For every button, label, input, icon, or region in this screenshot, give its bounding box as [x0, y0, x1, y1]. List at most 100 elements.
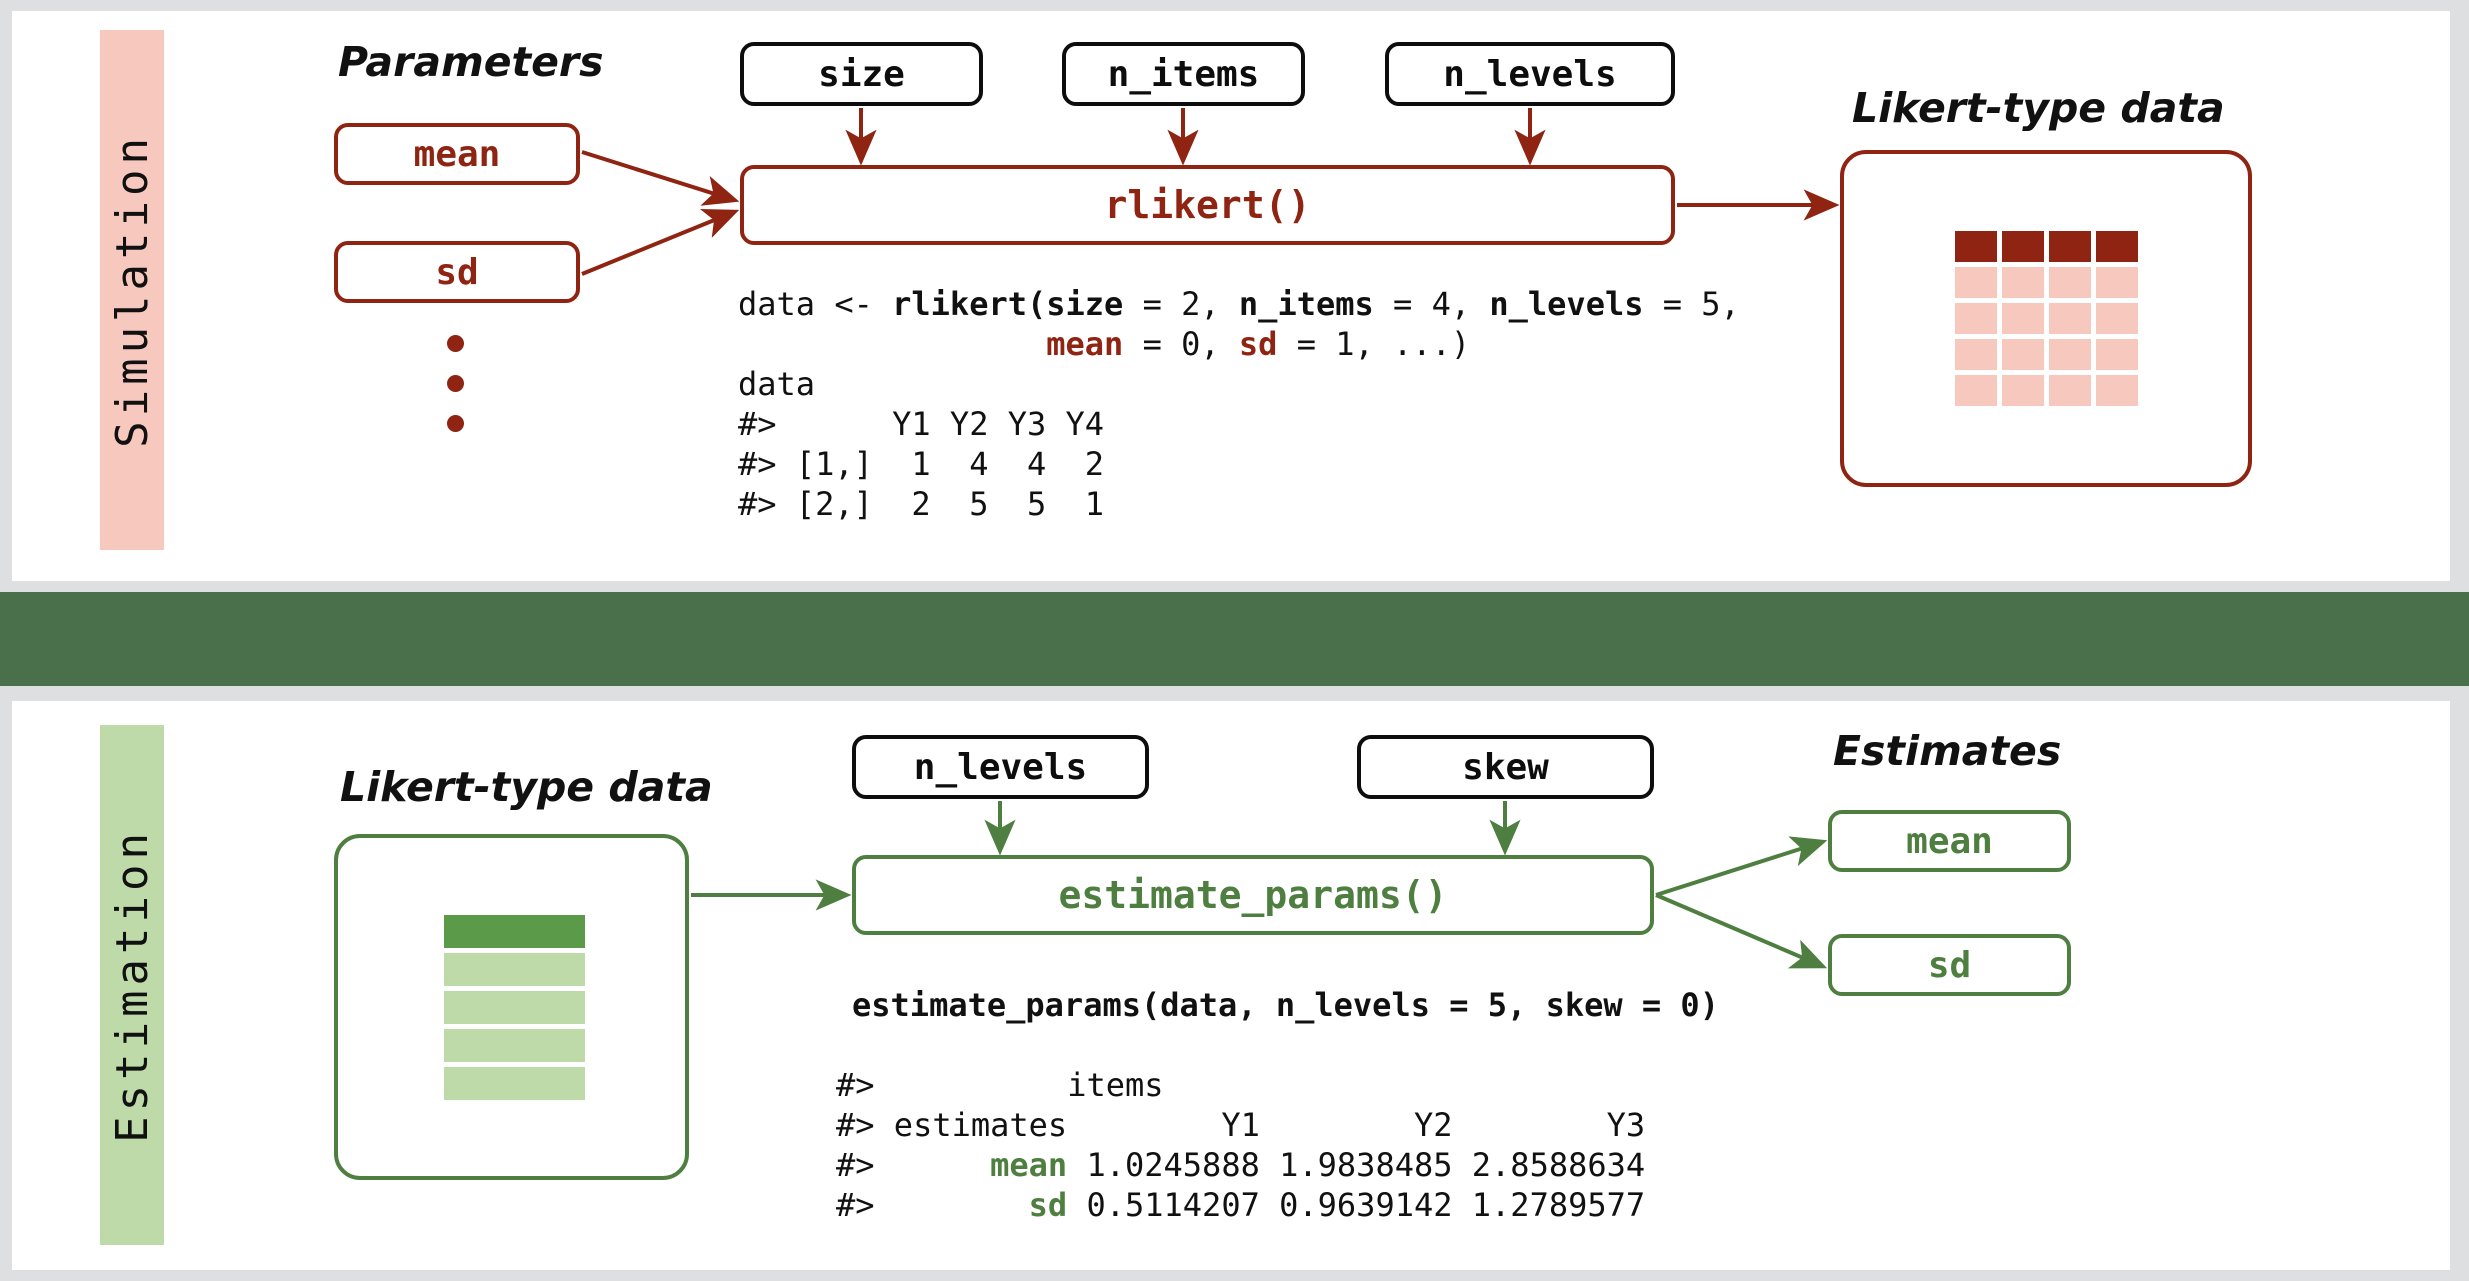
arg-box-size-label: size — [818, 53, 905, 95]
parameter-ellipsis-dots — [447, 335, 464, 432]
likert-data-pane-simulation — [1840, 150, 2252, 487]
function-box-rlikert-label: rlikert() — [1104, 183, 1311, 227]
heading-likert-data-estimation: Likert-type data — [340, 763, 713, 811]
code-block-estimation-call: estimate_params(data, n_levels = 5, skew… — [852, 985, 1719, 1025]
code-output-row: #> [1,] 1 4 4 2 — [738, 445, 1105, 483]
sidebar-simulation: Simulation — [100, 30, 164, 550]
function-box-estimate-params-label: estimate_params() — [1058, 873, 1448, 917]
code-text: = 0, — [1123, 325, 1239, 363]
grid-cell — [1954, 375, 1997, 406]
grid-cell — [2001, 303, 2044, 334]
grid-cell — [2095, 267, 2138, 298]
ellipsis-dot — [447, 335, 464, 352]
grid-cell — [443, 990, 491, 1024]
param-box-sd[interactable]: sd — [334, 241, 580, 303]
grid-cell — [2001, 267, 2044, 298]
estimate-box-sd-label: sd — [1927, 944, 1972, 986]
code-values-sd: 0.5114207 0.9639142 1.2789577 — [1067, 1186, 1646, 1224]
estimate-box-mean-label: mean — [1906, 820, 1993, 862]
grid-header-cell — [490, 914, 538, 948]
sidebar-estimation: Estimation — [100, 725, 164, 1245]
heading-parameters: Parameters — [338, 38, 604, 86]
grid-cell — [537, 1066, 585, 1100]
grid-cell — [2095, 303, 2138, 334]
code-output-header: #> items — [836, 1066, 1164, 1104]
code-key-sd: sd — [1028, 1186, 1068, 1224]
likert-grid-estimation — [443, 914, 585, 1100]
code-text: = 0) — [1622, 986, 1719, 1024]
grid-cell — [537, 952, 585, 986]
code-text: = 5, — [1429, 986, 1546, 1024]
arg-box-n-items-label: n_items — [1107, 53, 1260, 95]
heading-likert-data-simulation: Likert-type data — [1852, 84, 2225, 132]
param-box-sd-label: sd — [435, 251, 479, 293]
grid-header-cell — [443, 914, 491, 948]
code-key-mean: mean — [990, 1146, 1068, 1184]
grid-cell — [1954, 303, 1997, 334]
arg-box-n-levels-estimation[interactable]: n_levels — [852, 735, 1149, 799]
code-block-estimation-output: #> items #> estimates Y1 Y2 Y3 #> mean 1… — [836, 1065, 1645, 1225]
arg-box-size[interactable]: size — [740, 42, 983, 106]
code-arg-skew: skew — [1545, 986, 1623, 1024]
grid-cell — [443, 1066, 491, 1100]
heading-estimates: Estimates — [1833, 727, 2062, 775]
arg-box-n-items[interactable]: n_items — [1062, 42, 1305, 106]
code-text: = 4, — [1373, 285, 1490, 323]
code-arg-n-items: n_items — [1238, 285, 1374, 323]
grid-header-cell — [537, 914, 585, 948]
grid-cell — [2048, 375, 2091, 406]
grid-header-cell — [2048, 231, 2091, 262]
grid-cell — [2048, 267, 2091, 298]
arg-box-n-levels-estimation-label: n_levels — [913, 746, 1088, 788]
grid-cell — [490, 990, 538, 1024]
code-arg-n-levels: n_levels — [1489, 285, 1644, 323]
grid-cell — [443, 1028, 491, 1062]
code-text: = 5, — [1643, 285, 1740, 323]
grid-cell — [2095, 339, 2138, 370]
code-text: = 2, — [1123, 285, 1239, 323]
code-text: #> — [836, 1186, 1029, 1224]
function-box-rlikert[interactable]: rlikert() — [740, 165, 1675, 245]
code-text: data — [738, 365, 816, 403]
code-arg-n-levels: n_levels — [1275, 986, 1430, 1024]
code-text: #> — [836, 1146, 991, 1184]
arg-box-skew-label: skew — [1462, 746, 1549, 788]
code-output-header: #> Y1 Y2 Y3 Y4 — [738, 405, 1105, 443]
grid-cell — [2095, 375, 2138, 406]
code-text: = 1, ...) — [1277, 325, 1471, 363]
estimate-box-mean[interactable]: mean — [1828, 810, 2071, 872]
code-arg-mean: mean — [1046, 325, 1124, 363]
grid-cell — [1954, 339, 1997, 370]
grid-header-cell — [1954, 231, 1997, 262]
grid-cell — [2001, 339, 2044, 370]
code-arg-sd: sd — [1238, 325, 1278, 363]
grid-cell — [2048, 303, 2091, 334]
grid-cell — [2001, 375, 2044, 406]
likert-data-pane-estimation — [334, 834, 689, 1180]
grid-cell — [537, 1028, 585, 1062]
code-values-mean: 1.0245888 1.9838485 2.8588634 — [1067, 1146, 1646, 1184]
sidebar-estimation-label: Estimation — [106, 827, 158, 1143]
code-fn: rlikert( — [892, 285, 1047, 323]
grid-cell — [490, 952, 538, 986]
arg-box-n-levels[interactable]: n_levels — [1385, 42, 1675, 106]
grid-header-cell — [2095, 231, 2138, 262]
grid-cell — [537, 990, 585, 1024]
estimate-box-sd[interactable]: sd — [1828, 934, 2071, 996]
code-arg-size: size — [1046, 285, 1124, 323]
grid-cell — [2048, 339, 2091, 370]
code-indent — [738, 325, 1046, 363]
param-box-mean[interactable]: mean — [334, 123, 580, 185]
arg-box-skew[interactable]: skew — [1357, 735, 1654, 799]
function-box-estimate-params[interactable]: estimate_params() — [852, 855, 1654, 935]
section-divider-band — [0, 592, 2469, 686]
param-box-mean-label: mean — [413, 133, 501, 175]
ellipsis-dot — [447, 415, 464, 432]
grid-header-cell — [2001, 231, 2044, 262]
grid-cell — [490, 1066, 538, 1100]
sidebar-simulation-label: Simulation — [106, 132, 158, 448]
code-output-row: #> [2,] 2 5 5 1 — [738, 485, 1105, 523]
code-text: data <- — [738, 285, 893, 323]
code-block-simulation: data <- rlikert(size = 2, n_items = 4, n… — [738, 284, 1740, 524]
